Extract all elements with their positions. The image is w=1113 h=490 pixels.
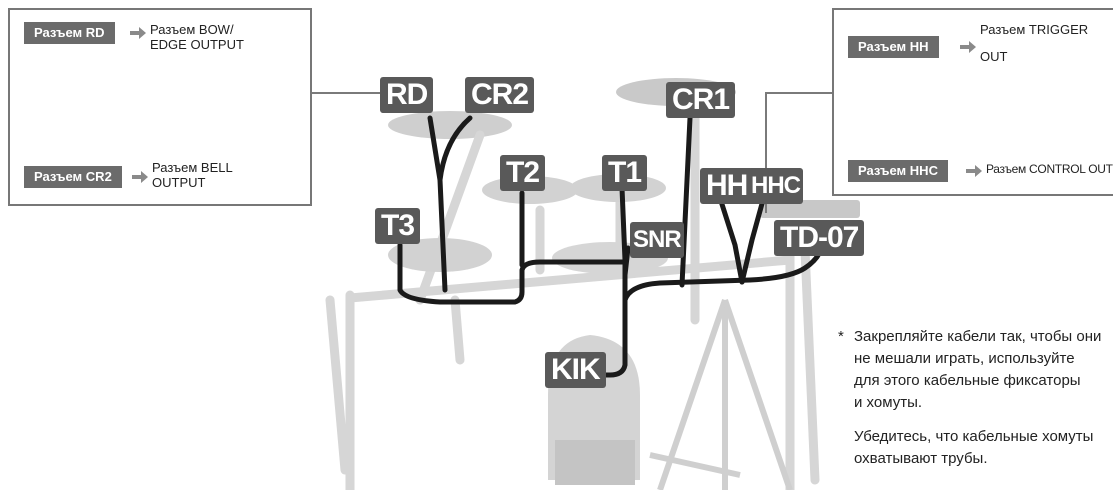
tag-cr2: CR2: [465, 77, 535, 113]
tag-rd: RD: [380, 77, 434, 113]
hh-connector-chip: Разъем HH: [848, 36, 939, 58]
note-asterisk: *: [838, 328, 844, 345]
tag-hhc: HHC: [748, 168, 803, 204]
cymbal-ride-crash: [388, 111, 512, 139]
tag-cr1: CR1: [666, 82, 736, 118]
tag-t3: T3: [375, 208, 421, 244]
tag-t1: T1: [602, 155, 648, 191]
tag-hh: HH: [700, 168, 754, 204]
kick-pedal: [555, 440, 635, 485]
cables: [397, 115, 825, 378]
tag-snr: SNR: [630, 222, 684, 258]
pad-t3: [388, 238, 492, 272]
rd-connector-desc: Разъем BOW/ EDGE OUTPUT: [150, 22, 244, 52]
rd-connector-chip: Разъем RD: [24, 22, 115, 44]
hhc-connector-desc: Разъем CONTROL OUT: [986, 162, 1113, 176]
arrow-right-icon: [960, 41, 976, 53]
hh-connection-callout: Разъем HH Разъем TRIGGER OUT Разъем HHC …: [832, 8, 1113, 196]
hhc-connector-chip: Разъем HHC: [848, 160, 948, 182]
cr2-connector-desc: Разъем BELL OUTPUT: [152, 160, 233, 190]
arrow-right-icon: [130, 27, 146, 39]
arrow-right-icon: [132, 171, 148, 183]
cable-fastening-note: * Закрепляйте кабели так, чтобы они не м…: [838, 328, 1102, 467]
rd-connection-callout: Разъем RD Разъем BOW/ EDGE OUTPUT Разъем…: [8, 8, 312, 206]
hh-connector-desc: Разъем TRIGGER OUT: [980, 22, 1089, 64]
hihat-stand: [649, 299, 793, 490]
tag-td07: TD-07: [774, 220, 865, 256]
module-td07: [760, 200, 860, 218]
tag-t2: T2: [500, 155, 546, 191]
arrow-right-icon: [966, 165, 982, 177]
tag-kik: KIK: [545, 352, 606, 388]
cr2-connector-chip: Разъем CR2: [24, 166, 122, 188]
